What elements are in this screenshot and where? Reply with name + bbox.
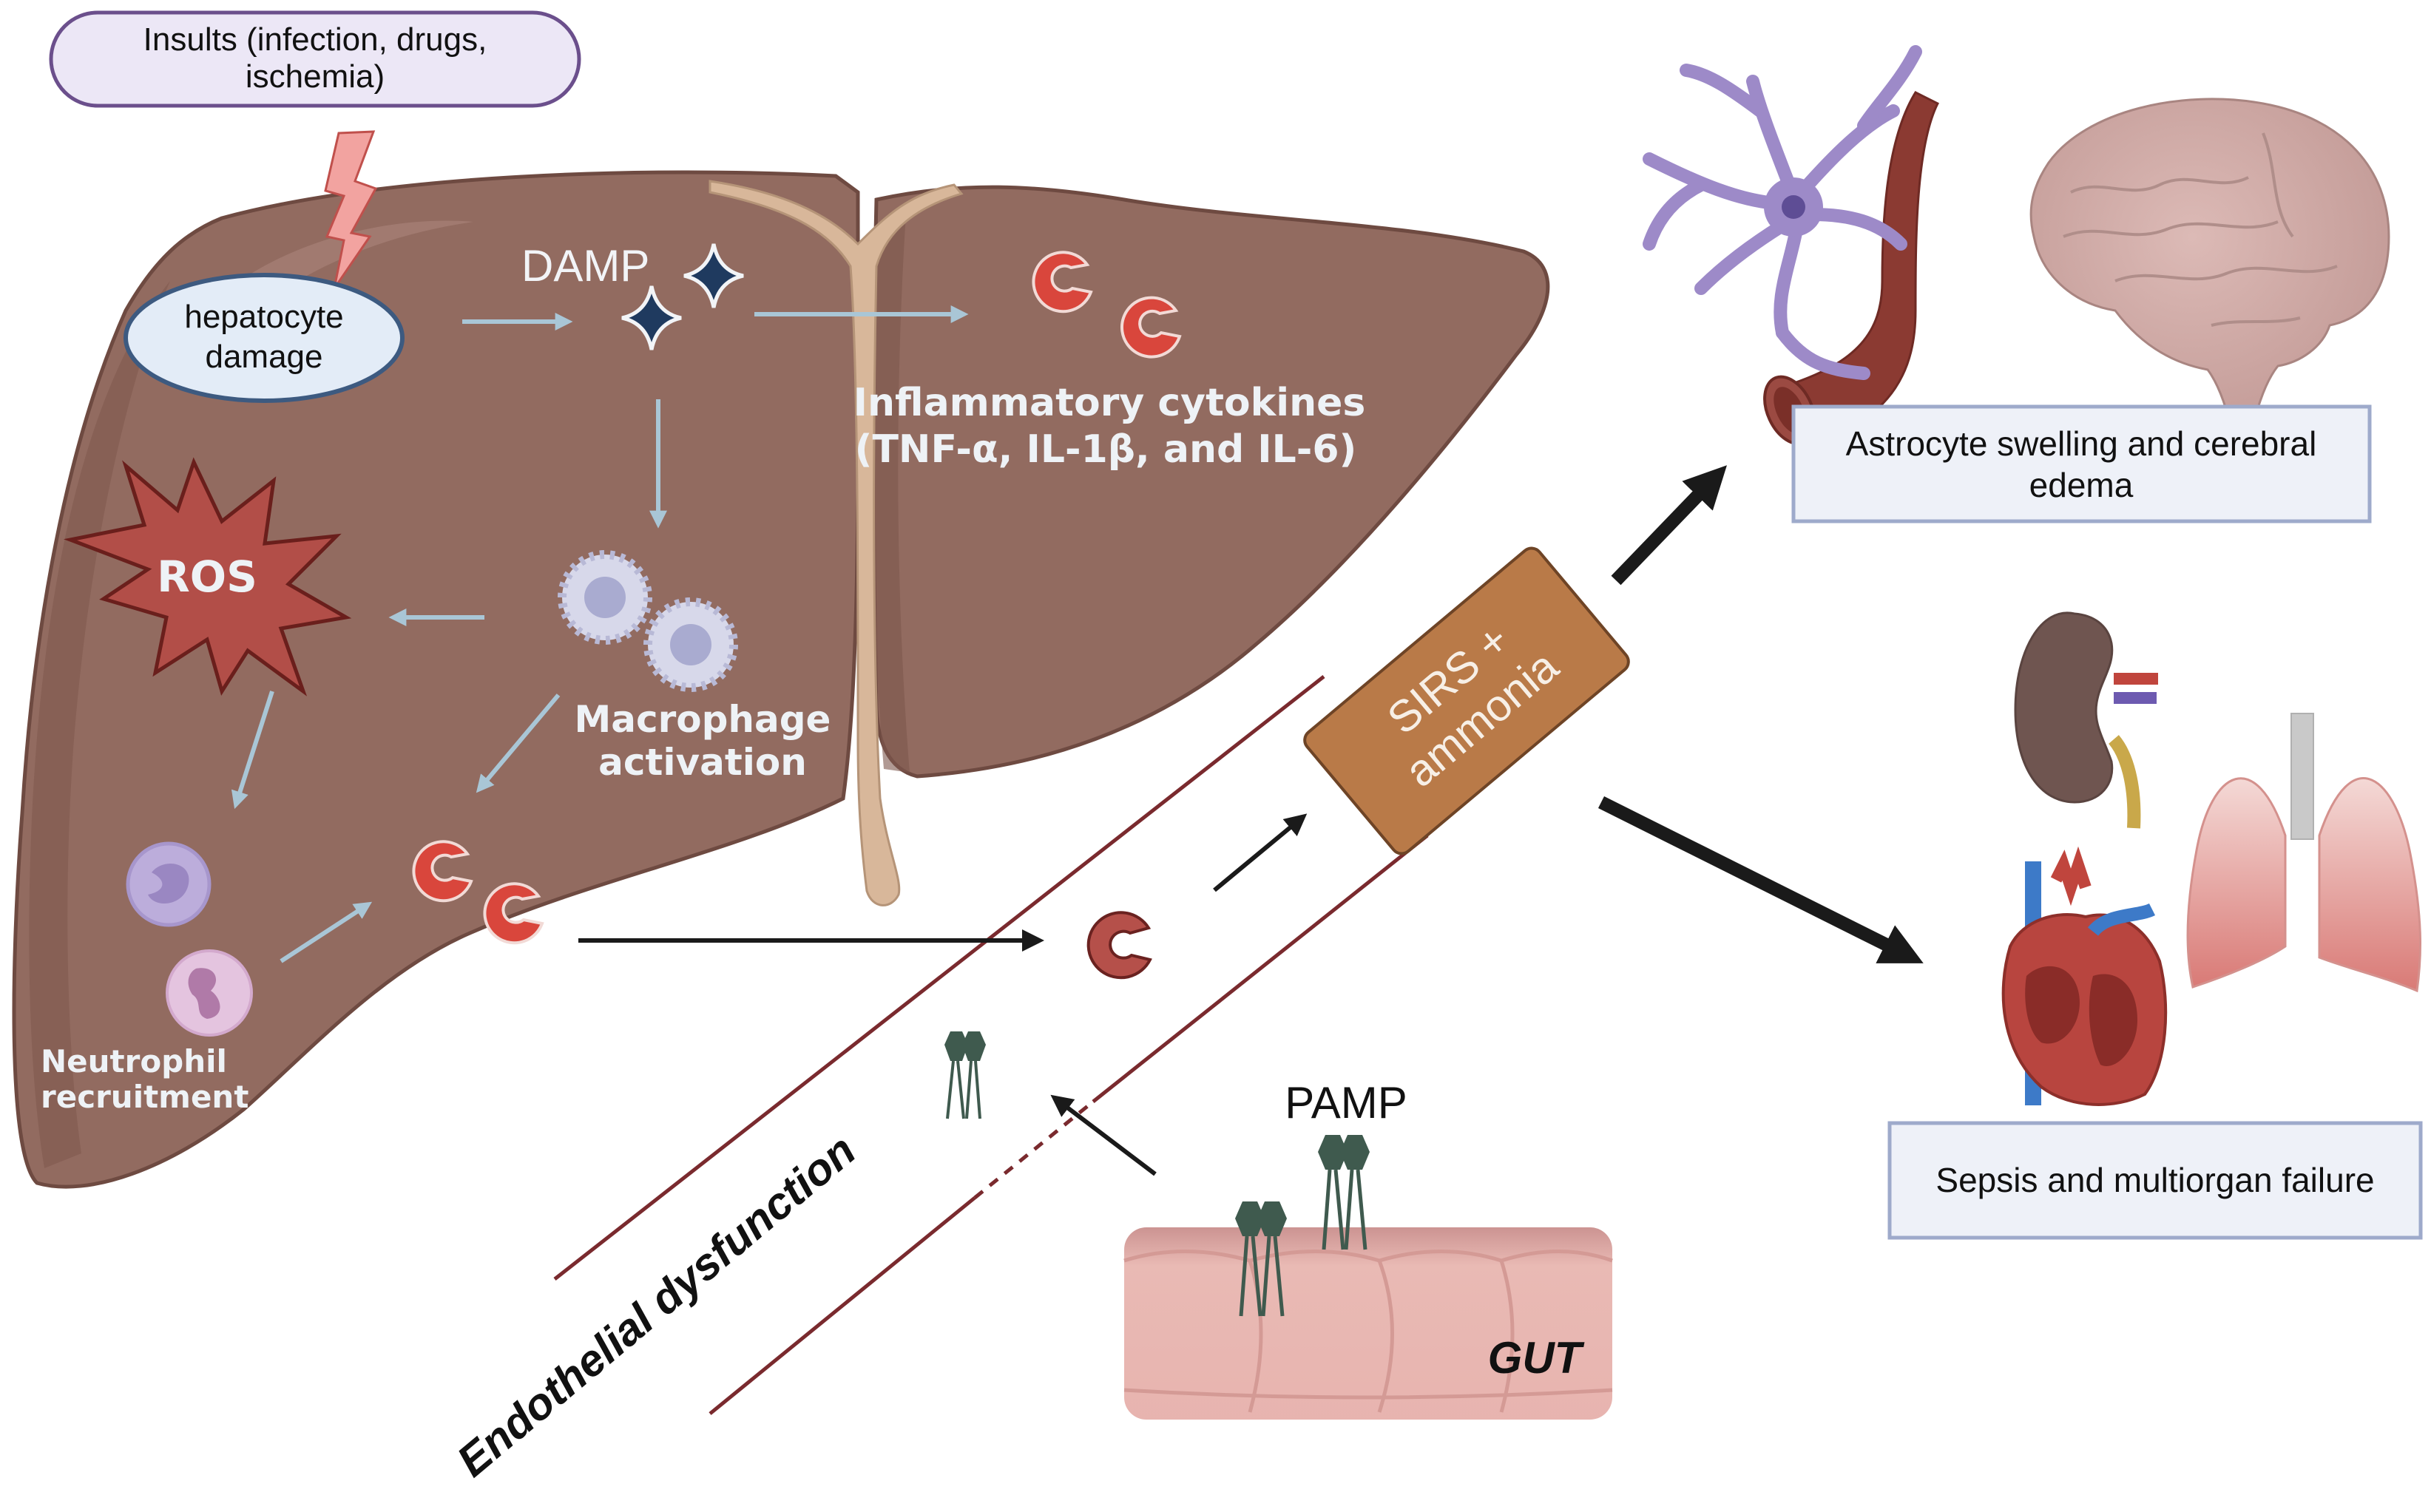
kidney-icon bbox=[2014, 611, 2158, 829]
insults-text-line1: Insults (infection, drugs, bbox=[143, 21, 487, 58]
cytokines-label-line2: (TNF-α, IL-1β, and IL-6) bbox=[855, 427, 1357, 472]
macrophage-label-line2: activation bbox=[598, 741, 807, 784]
sepsis-outcome-box: Sepsis and multiorgan failure bbox=[1887, 1121, 2423, 1240]
endothelial-dysfunction-label: Endothelial dysfunction bbox=[447, 1125, 865, 1486]
damp-label: DAMP bbox=[521, 241, 649, 291]
arrow-macrophage-to-cytokines bbox=[476, 694, 561, 793]
insults-text-line2: ischemia) bbox=[246, 58, 385, 95]
lungs-icon bbox=[2186, 713, 2422, 993]
pamp-bacteriophage-icon bbox=[944, 1031, 986, 1119]
hepatocyte-damage-node: hepatocyte damage bbox=[124, 273, 405, 403]
systemic-arrows bbox=[578, 465, 1924, 1176]
astrocyte-outcome-box: Astrocyte swelling and cerebral edema bbox=[1791, 404, 2372, 523]
macrophage-icon bbox=[558, 550, 738, 692]
cytokine-icon-group-top bbox=[1032, 251, 1182, 359]
blood-vessel-lines bbox=[553, 675, 1429, 1415]
liver-pathway-arrows bbox=[231, 305, 969, 963]
astrocyte-outcome-line2: edema bbox=[2029, 466, 2134, 504]
cytokine-icon bbox=[1032, 251, 1093, 313]
insults-pill: Insults (infection, drugs, ischemia) bbox=[49, 10, 581, 108]
ros-burst-icon: ROS bbox=[64, 457, 352, 696]
liver-left-lobe-shading bbox=[872, 214, 910, 773]
arrow-cytokine-to-sirs bbox=[1213, 813, 1308, 892]
vessel-lower-wall-right bbox=[1092, 834, 1429, 1103]
liver-illustration bbox=[12, 170, 1550, 1189]
arrow-ros-to-neutrophil bbox=[231, 691, 274, 810]
circulating-cytokine-icon bbox=[1086, 911, 1152, 980]
astrocyte-icon bbox=[1643, 45, 1922, 380]
pamp-bacteriophage-icon bbox=[1235, 1201, 1287, 1317]
arrow-gut-to-pamp bbox=[1050, 1094, 1157, 1176]
hepatocyte-text-line1: hepatocyte bbox=[184, 299, 343, 335]
damp-star-icon bbox=[621, 243, 744, 350]
monocyte-icon bbox=[126, 841, 212, 927]
sepsis-outcome-label: Sepsis and multiorgan failure bbox=[1935, 1161, 2374, 1199]
heart-icon bbox=[2001, 846, 2168, 1106]
pamp-label: PAMP bbox=[1285, 1078, 1407, 1128]
neutrophil-icon bbox=[166, 949, 253, 1037]
liver-right-lobe bbox=[12, 170, 860, 1189]
vessel-upper-wall bbox=[553, 675, 1325, 1281]
gut-label: GUT bbox=[1488, 1333, 1585, 1383]
cytokine-icon bbox=[1120, 296, 1182, 359]
cytokine-icon bbox=[483, 882, 544, 945]
gut-icon: GUT bbox=[1123, 1227, 1613, 1420]
macrophage-label-line1: Macrophage bbox=[575, 698, 831, 741]
neutrophil-label-line1: Neutrophil bbox=[41, 1043, 227, 1079]
arrow-neutrophil-to-cytokines bbox=[280, 901, 373, 963]
falciform-ligament bbox=[709, 180, 964, 906]
lightning-icon bbox=[324, 130, 378, 289]
sirs-ammonia-box: SIRS + ammonia bbox=[1303, 546, 1630, 855]
brain-icon bbox=[2029, 98, 2390, 445]
vessel-lower-wall-left bbox=[709, 1196, 976, 1415]
arrow-sirs-to-brain bbox=[1611, 465, 1727, 586]
arrow-sirs-to-organs bbox=[1597, 796, 1924, 963]
pamp-bacteriophage-icon bbox=[1318, 1135, 1370, 1250]
astrocyte-outcome-line1: Astrocyte swelling and cerebral bbox=[1846, 424, 2317, 463]
liver-shading bbox=[29, 281, 171, 1168]
cytokine-icon-group-lower bbox=[412, 840, 544, 945]
neutrophil-label-line2: recruitment bbox=[41, 1079, 248, 1115]
vessel-lower-wall-disrupted bbox=[973, 1100, 1095, 1199]
hepatocyte-text-line2: damage bbox=[205, 339, 322, 375]
cytokines-label-line1: Inflammatory cytokines bbox=[853, 381, 1366, 425]
cytokine-icon bbox=[412, 840, 473, 903]
ros-label: ROS bbox=[157, 552, 257, 602]
